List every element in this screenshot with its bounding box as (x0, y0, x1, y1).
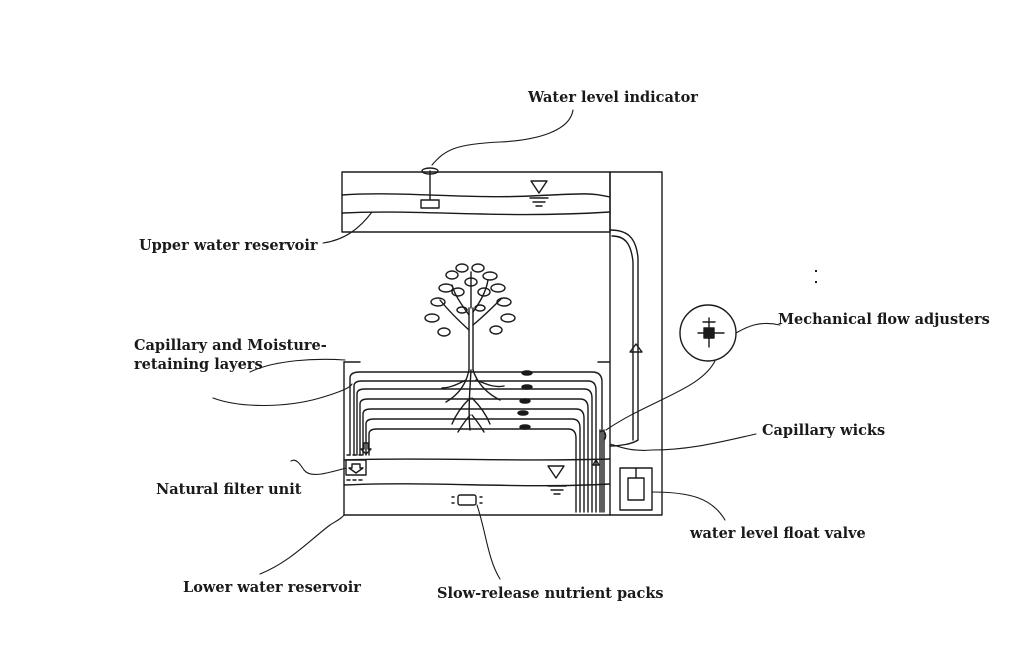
label-water-level-float-valve: water level float valve (690, 525, 866, 542)
label-mechanical-flow-adjusters: Mechanical flow adjusters (778, 311, 990, 328)
label-slow-release-nutrient-packs: Slow-release nutrient packs (437, 585, 664, 602)
supply-pipe (609, 229, 643, 447)
lower-reservoir-shape (343, 361, 611, 516)
water-level-indicator-float (420, 167, 440, 209)
vertical-duct (597, 171, 663, 516)
flow-arrows (360, 442, 600, 466)
flow-adjuster-shape (679, 304, 737, 362)
natural-filter-unit-shape (345, 454, 367, 481)
upper-reservoir-shape (341, 171, 611, 233)
label-lower-water-reservoir: Lower water reservoir (183, 579, 361, 596)
label-upper-water-reservoir: Upper water reservoir (139, 237, 318, 254)
plant-tree-shape (424, 263, 516, 371)
label-capillary-wicks: Capillary wicks (762, 422, 886, 439)
stray-specks (815, 270, 817, 283)
plant-roots-shape (441, 369, 505, 433)
label-capillary-layers-line2: retaining layers (134, 356, 263, 373)
capillary-layers (349, 371, 603, 513)
capillary-wicks-shape (599, 429, 607, 513)
dripper-marks (517, 370, 533, 430)
leader-lines (212, 109, 781, 580)
label-capillary-layers-line1: Capillary and Moisture- (134, 337, 327, 354)
nutrient-pack-shape (451, 494, 483, 506)
label-natural-filter-unit: Natural filter unit (156, 481, 302, 498)
label-water-level-indicator: Water level indicator (528, 89, 698, 106)
float-valve-shape (619, 467, 653, 511)
